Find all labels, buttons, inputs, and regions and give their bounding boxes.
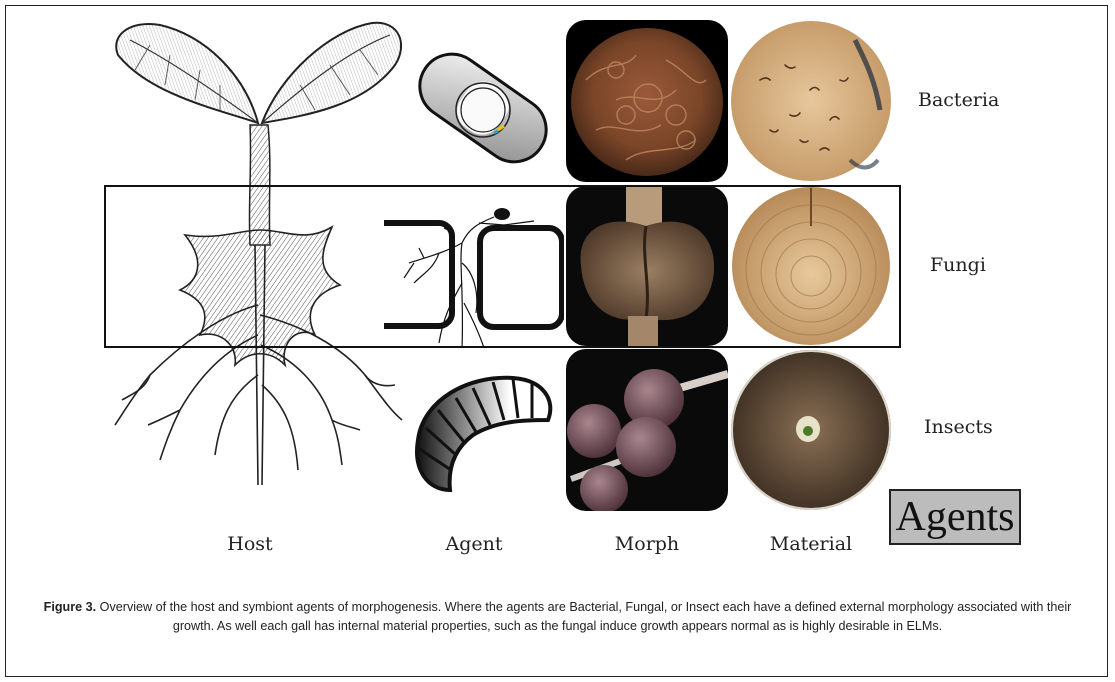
bacteria-agent-icon [408,48,558,168]
host-seedling-illustration [110,15,410,485]
insect-agent-icon [398,360,558,500]
fungi-agent-icon [384,203,564,348]
bacteria-material-photo [730,20,893,183]
row-label-insects: Insects [924,416,993,438]
insect-material-photo [730,349,893,511]
caption-text: Overview of the host and symbiont agents… [96,600,1071,633]
figure-caption: Figure 3. Overview of the host and symbi… [30,598,1085,636]
bacteria-morph-photo [566,20,728,182]
caption-figure-number: Figure 3. [44,600,96,614]
row-label-fungi: Fungi [930,254,986,276]
col-label-morph: Morph [577,533,717,555]
fungi-morph-photo [566,186,728,346]
agents-tag: Agents [889,489,1021,545]
row-label-bacteria: Bacteria [918,89,999,111]
insect-morph-photo [566,349,728,511]
col-label-host: Host [180,533,320,555]
fungi-material-photo [730,186,893,346]
figure-panel: Bacteria Fungi Insects Host Agent Morph … [0,0,1115,560]
col-label-material: Material [741,533,881,555]
col-label-agent: Agent [404,533,544,555]
